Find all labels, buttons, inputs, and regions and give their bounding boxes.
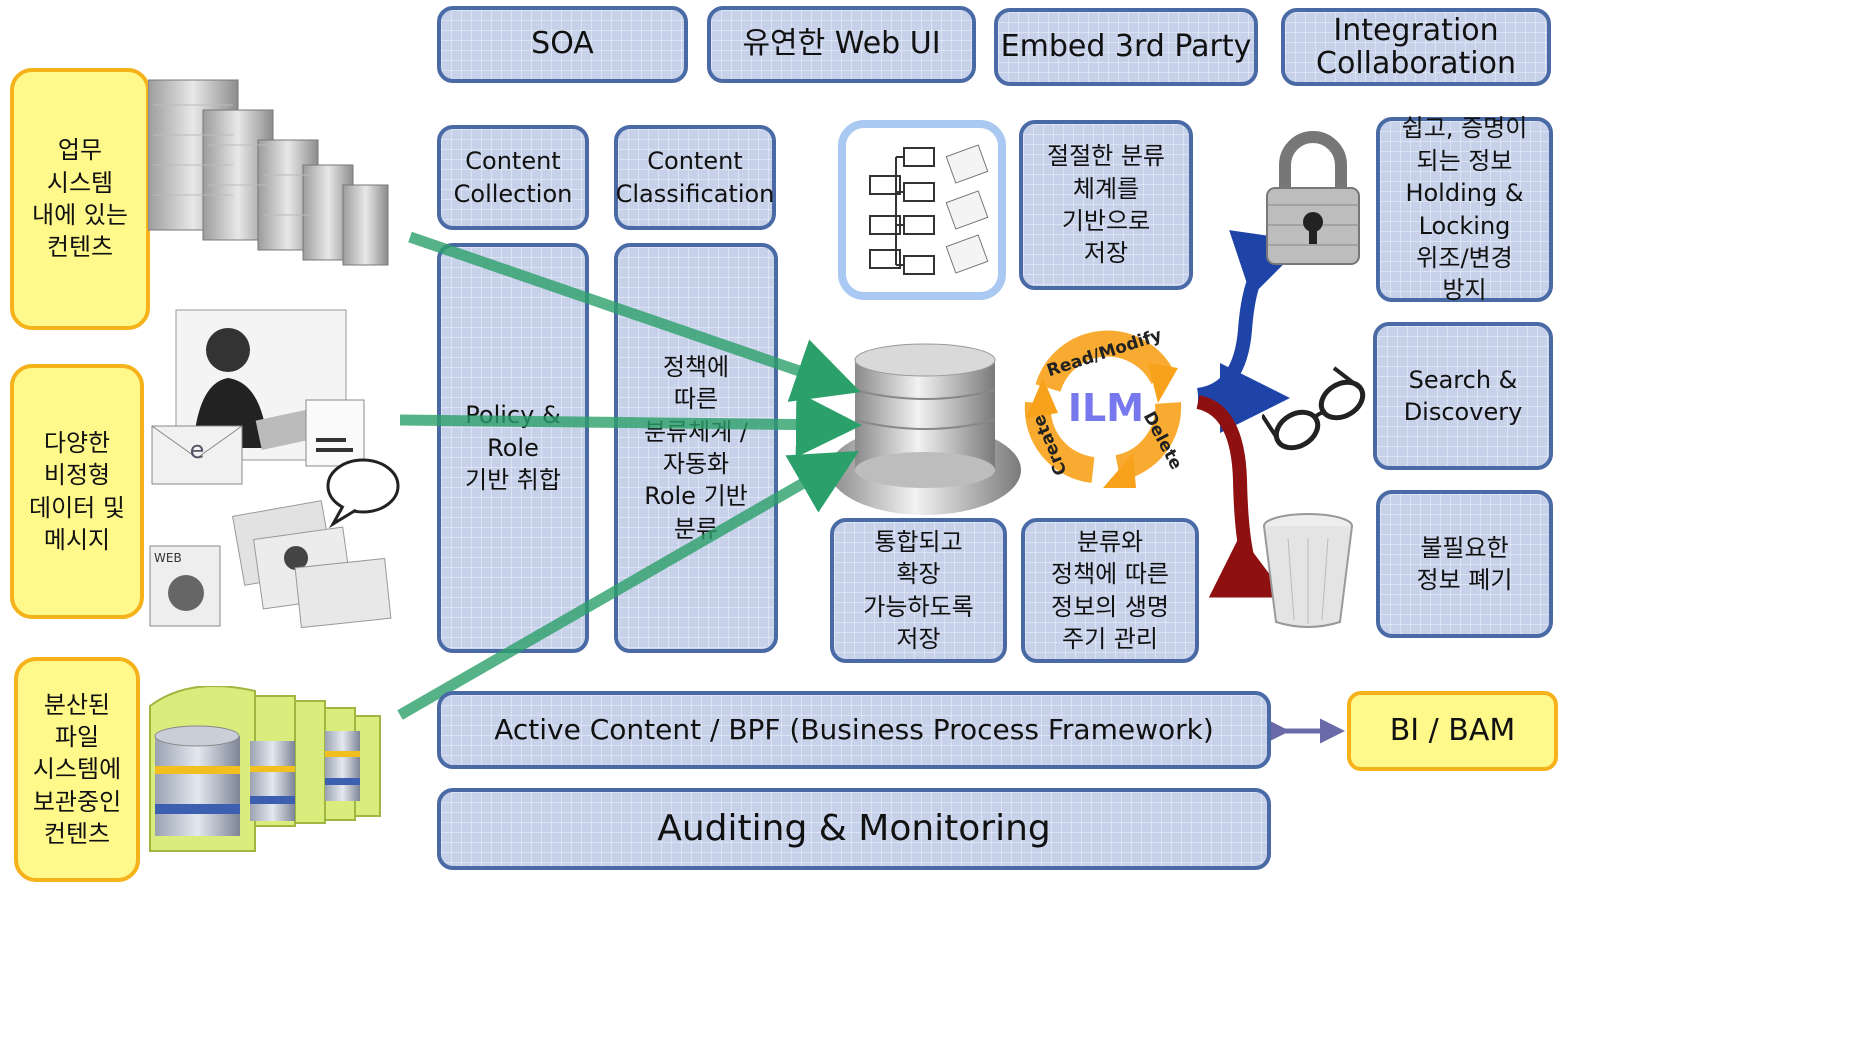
bpf-label: Active Content / BPF (Business Process F… xyxy=(494,713,1214,747)
integrated-storage-box: 통합되고 확장 가능하도록 저장 xyxy=(830,518,1007,663)
disposal-text: 불필요한 정보 폐기 xyxy=(1416,533,1513,594)
auditing-monitoring-box: Auditing & Monitoring xyxy=(437,788,1271,870)
source-unstructured-data: 다양한 비정형 데이터 및 메시지 xyxy=(10,364,144,619)
source-distributed-files: 분산된 파일 시스템에 보관중인 컨텐츠 xyxy=(14,657,140,882)
ilm-label: ILM xyxy=(1068,386,1144,430)
taxonomy-storage-box: 절절한 분류 체계를 기반으로 저장 xyxy=(1019,120,1193,290)
holding-locking-box: 쉽고, 증명이 되는 정보 Holding & Locking 위조/변경 방지 xyxy=(1376,114,1553,304)
content-collection-label: Content Collection xyxy=(453,147,573,208)
padlock-icon xyxy=(1266,131,1360,265)
integration-collaboration-label: Integration Collaboration xyxy=(1316,13,1516,81)
auditing-monitoring-label: Auditing & Monitoring xyxy=(657,807,1051,849)
lifecycle-management-text: 분류와 정책에 따른 정보의 생명 주기 관리 xyxy=(1050,527,1170,653)
source-distributed-label: 분산된 파일 시스템에 보관중인 컨텐츠 xyxy=(32,690,122,849)
eyeglasses-icon xyxy=(1262,366,1366,451)
photo-folders-icon xyxy=(232,500,392,629)
taxonomy-tree-icon xyxy=(869,144,989,275)
content-classification-box: Content Classification xyxy=(614,125,776,230)
content-collection-box: Content Collection xyxy=(437,125,589,230)
holding-locking-text: 쉽고, 증명이 되는 정보 Holding & Locking 위조/변경 방지 xyxy=(1401,114,1528,305)
search-discovery-text: Search & Discovery xyxy=(1403,365,1523,426)
soa-box: SOA xyxy=(437,6,688,83)
web-ui-box: 유연한 Web UI xyxy=(707,6,976,83)
create-arrowhead xyxy=(1026,378,1058,418)
taxonomy-storage-text: 절절한 분류 체계를 기반으로 저장 xyxy=(1046,142,1166,268)
integration-collaboration-box: Integration Collaboration xyxy=(1281,8,1551,86)
database-cylinders-icon xyxy=(149,686,381,852)
search-discovery-box: Search & Discovery xyxy=(1373,322,1553,470)
repository-cylinder-icon xyxy=(829,343,1021,515)
arrow-to-holding xyxy=(1196,230,1307,402)
content-classification-label: Content Classification xyxy=(615,147,775,208)
document-icon xyxy=(305,399,365,467)
source-business-content: 업무 시스템 내에 있는 컨텐츠 xyxy=(10,68,150,330)
delete-arrowhead xyxy=(1103,453,1136,488)
lifecycle-management-box: 분류와 정책에 따른 정보의 생명 주기 관리 xyxy=(1021,518,1199,663)
web-icon-label: WEB xyxy=(154,551,182,565)
source-business-content-label: 업무 시스템 내에 있는 컨텐츠 xyxy=(32,136,128,262)
trash-bin-icon xyxy=(1263,513,1353,628)
chat-bubble-icon xyxy=(326,458,400,529)
email-icon: e xyxy=(151,425,243,485)
server-racks-icon xyxy=(148,79,389,266)
embed-3rd-party-box: Embed 3rd Party xyxy=(994,8,1258,86)
arrow-distributed-to-repository xyxy=(397,451,860,720)
disposal-box: 불필요한 정보 폐기 xyxy=(1376,490,1553,638)
arrow-business-to-repository xyxy=(408,231,861,402)
web-page-icon: WEB xyxy=(149,545,221,627)
read-modify-arrowhead xyxy=(1148,363,1178,403)
policy-role-column: Policy & Role 기반 취합 xyxy=(437,243,589,653)
read-modify-arc xyxy=(1035,330,1175,393)
integrated-storage-text: 통합되고 확장 가능하도록 저장 xyxy=(863,527,974,653)
arrow-unstructured-to-repository xyxy=(399,391,862,458)
soa-label: SOA xyxy=(531,26,594,62)
svg-text:e: e xyxy=(190,436,205,464)
source-unstructured-label: 다양한 비정형 데이터 및 메시지 xyxy=(29,428,125,554)
bi-bam-label: BI / BAM xyxy=(1389,712,1516,748)
unstructured-data-illustration: e WEB xyxy=(149,309,400,629)
arrow-to-disposal xyxy=(1196,395,1288,598)
ilm-cycle-diagram: ILM Read/Modify Delete Create xyxy=(1024,325,1186,488)
taxonomy-icon-box xyxy=(838,120,1006,300)
bi-bam-box: BI / BAM xyxy=(1347,691,1558,771)
web-ui-label: 유연한 Web UI xyxy=(742,26,941,62)
bpf-box: Active Content / BPF (Business Process F… xyxy=(437,691,1271,769)
embed-3rd-party-label: Embed 3rd Party xyxy=(1000,28,1252,64)
